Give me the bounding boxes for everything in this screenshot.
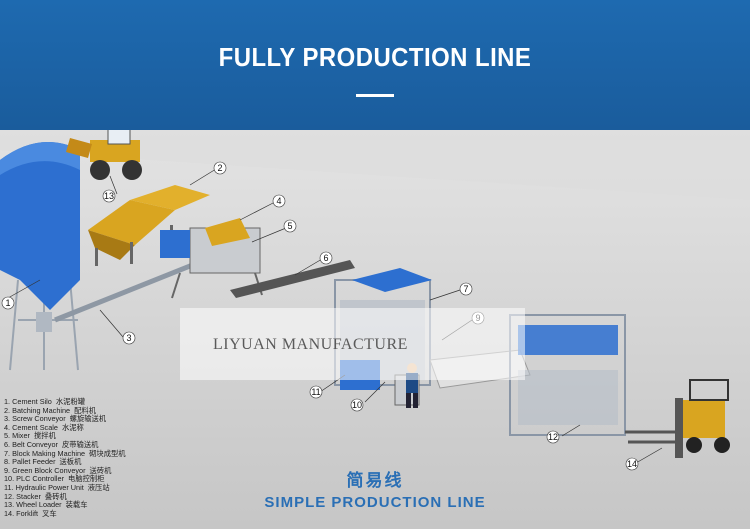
legend-cn: 装载车 — [65, 500, 88, 510]
legend-en: 13. Wheel Loader — [4, 500, 62, 510]
footer-title-en: SIMPLE PRODUCTION LINE — [264, 494, 486, 511]
belt-conveyor — [230, 260, 355, 298]
footer-title-cn: 简易线 — [346, 471, 404, 490]
legend-cn: 螺旋输送机 — [69, 414, 107, 424]
title-underline — [356, 94, 394, 97]
stacker — [509, 314, 626, 436]
legend-cn: 搅拌机 — [33, 431, 56, 441]
legend-en: 8. Pallet Feeder — [4, 457, 56, 467]
callout-11: 11 — [311, 387, 320, 397]
legend-cn: 配料机 — [74, 405, 97, 415]
legend-cn: 液压站 — [87, 482, 110, 492]
legend-en: 6. Belt Conveyor — [4, 439, 58, 449]
forklift — [625, 379, 730, 458]
legend-en: 10. PLC Controller — [4, 474, 65, 484]
legend-en: 7. Block Making Machine — [4, 448, 86, 458]
legend-cn: 叠砖机 — [44, 491, 67, 501]
callout-circles — [1, 161, 639, 471]
legend-cn: 电脑控制柜 — [68, 474, 105, 484]
callout-6: 6 — [323, 253, 328, 263]
legend-cn: 送砖机 — [89, 465, 112, 475]
legend-en: 9. Green Block Conveyor — [4, 465, 86, 475]
legend-cn: 水泥粉罐 — [55, 397, 86, 406]
production-line-illustration: 1 2 3 4 5 6 7 9 10 11 12 13 14 — [0, 130, 750, 529]
callout-14: 14 — [627, 459, 637, 469]
batching-machine — [88, 185, 210, 266]
callout-7: 7 — [463, 284, 468, 294]
callout-numbers: 1 2 3 4 5 6 7 9 10 11 12 13 14 — [5, 163, 637, 469]
watermark-box — [180, 308, 525, 380]
legend-en: 1. Cement Silo — [4, 397, 52, 406]
callout-1: 1 — [5, 298, 10, 308]
callout-3: 3 — [126, 333, 131, 343]
callout-2: 2 — [217, 163, 222, 173]
wheel-loader — [66, 130, 142, 180]
legend-en: 2. Batching Machine — [4, 405, 71, 415]
callout-5: 5 — [287, 221, 292, 231]
legend-en: 5. Mixer — [4, 431, 30, 441]
legend-en: 4. Cement Scale — [4, 422, 58, 432]
watermark-text: LIYUAN MANUFACTURE — [213, 336, 408, 353]
callout-13: 13 — [104, 191, 114, 201]
legend-cn: 水泥称 — [61, 422, 84, 432]
legend-en: 14. Forklift — [4, 508, 39, 518]
callout-4: 4 — [276, 196, 281, 206]
callout-12: 12 — [548, 432, 558, 442]
legend-cn: 皮带输送机 — [61, 439, 99, 449]
legend-cn: 送板机 — [59, 457, 82, 467]
legend-cn: 砌块成型机 — [89, 448, 126, 458]
callout-10: 10 — [352, 400, 362, 410]
legend-en: 3. Screw Conveyor — [4, 414, 66, 424]
page-title: FULLY PRODUCTION LINE — [218, 42, 532, 72]
legend-cn: 叉车 — [42, 508, 57, 518]
scene-drawing: 1 2 3 4 5 6 7 9 10 11 12 13 14 — [0, 130, 750, 471]
silo-body — [0, 142, 80, 310]
header-banner: FULLY PRODUCTION LINE — [0, 0, 750, 130]
legend-en: 12. Stacker — [4, 491, 41, 501]
legend-en: 11. Hydraulic Power Unit — [4, 482, 84, 492]
